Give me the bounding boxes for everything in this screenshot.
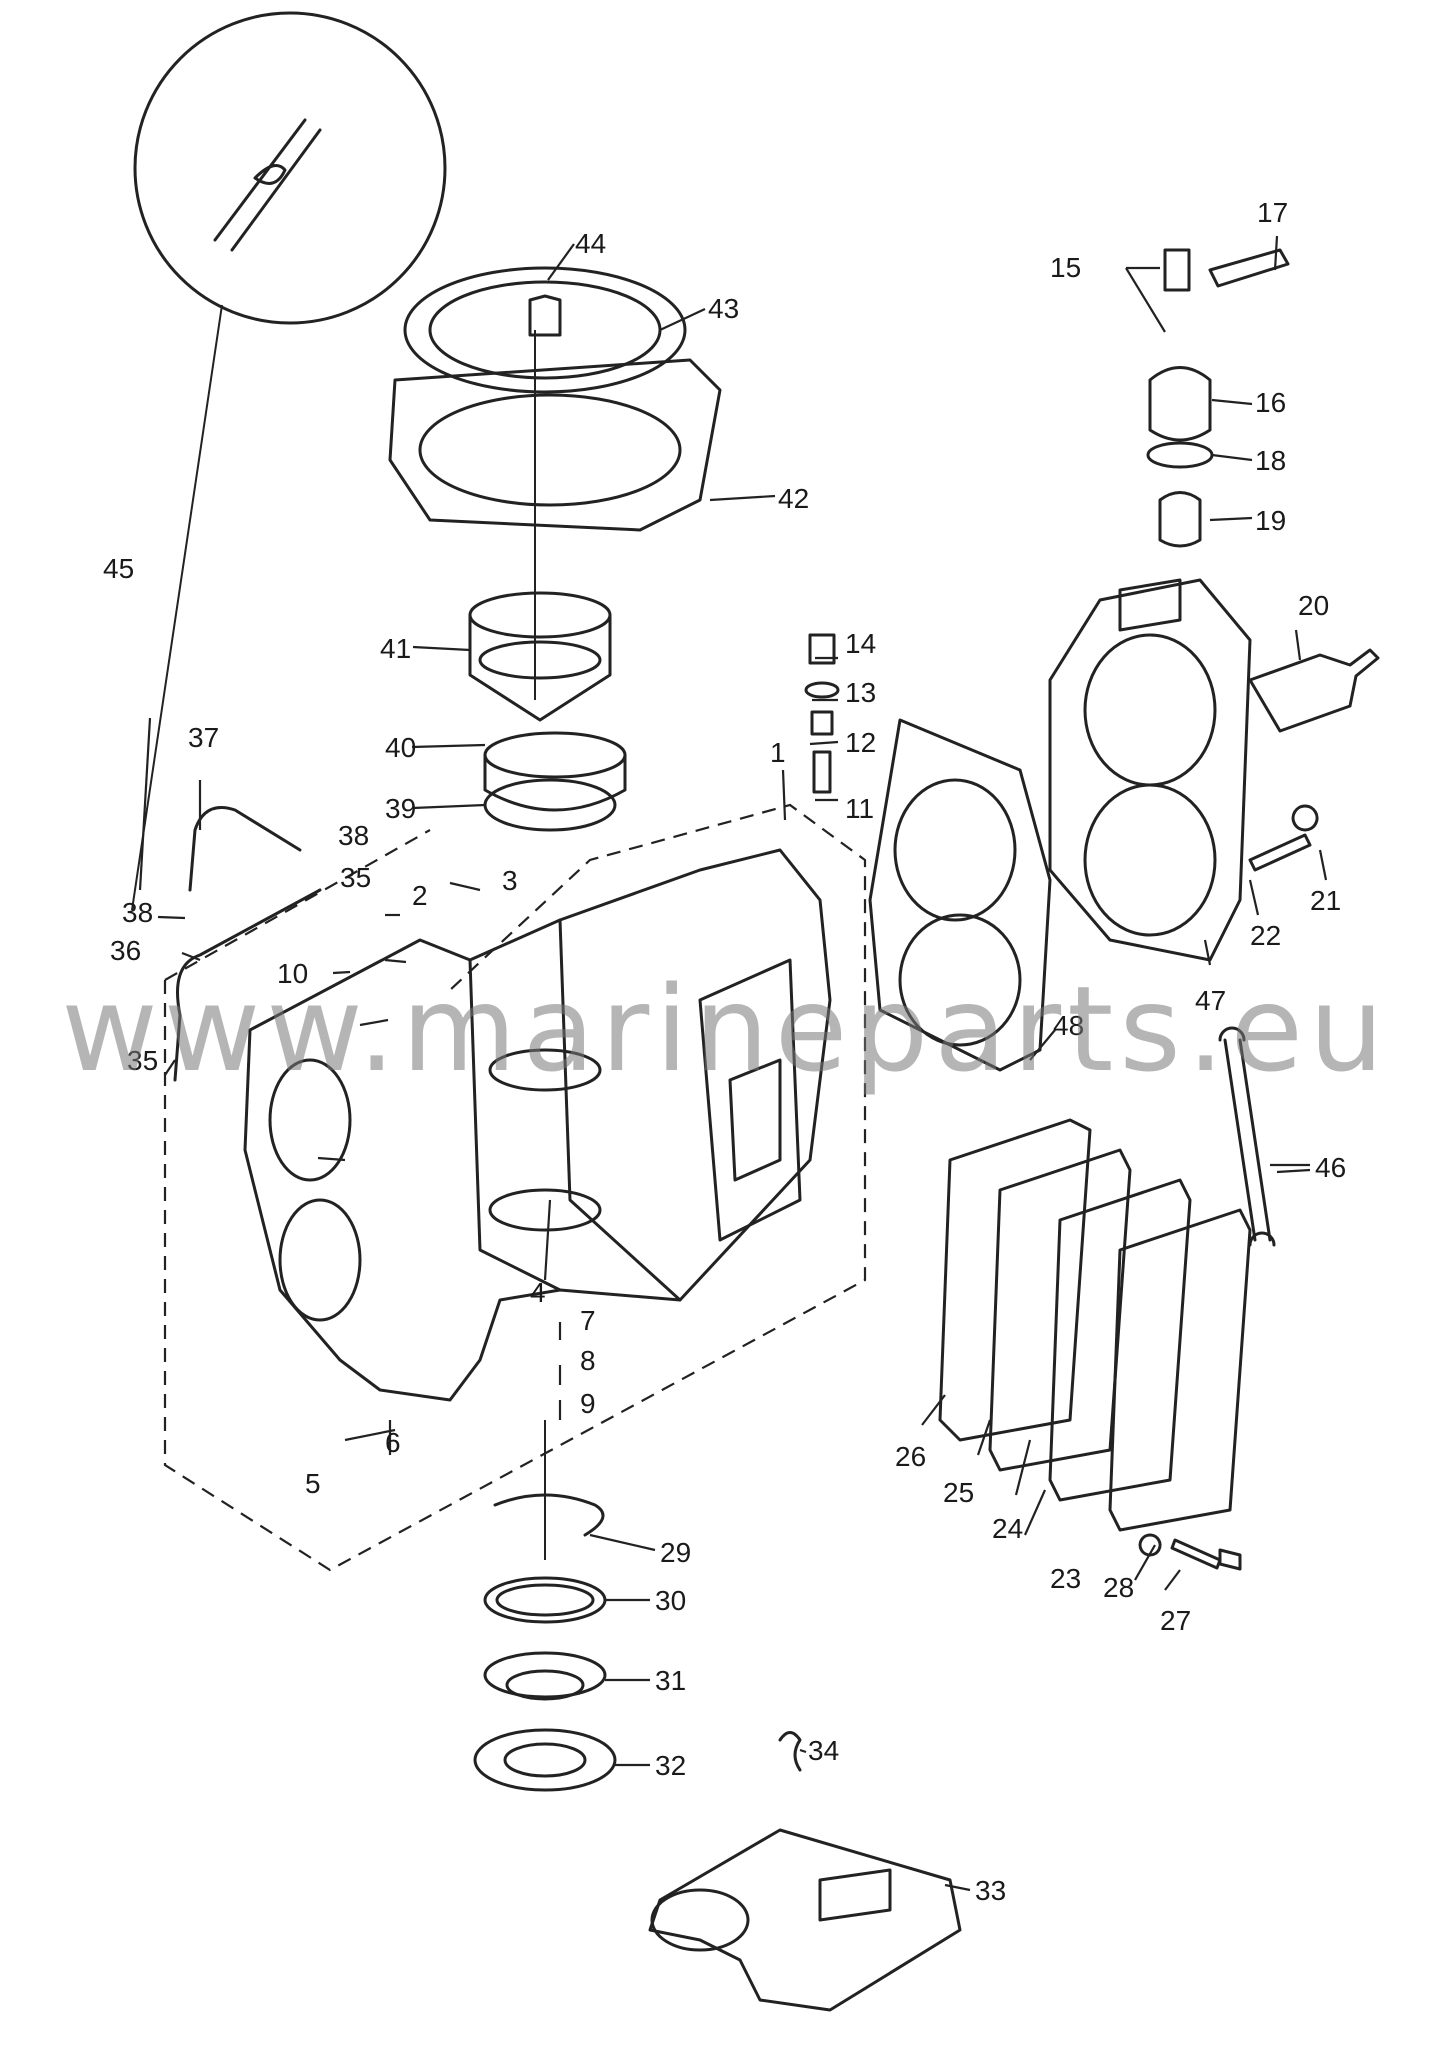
cover-plates: [938, 1118, 1252, 1532]
top-seal: [483, 731, 627, 832]
part-labels: 1 2 3 4 5 6 7 8 9 10 11 12 13 14 15 16 1…: [103, 197, 1346, 1906]
label-42: 42: [778, 483, 809, 514]
label-4: 4: [530, 1277, 546, 1308]
label-48: 48: [1053, 1010, 1084, 1041]
label-30: 30: [655, 1585, 686, 1616]
detail-circle: [131, 11, 447, 911]
label-23: 23: [1050, 1563, 1081, 1594]
link-rod: [1218, 1026, 1276, 1247]
top-cover: [403, 266, 687, 394]
label-15: 15: [1050, 252, 1081, 283]
cylinder-head: [1048, 578, 1252, 962]
label-38b: 38: [122, 897, 153, 928]
label-5: 5: [305, 1468, 321, 1499]
label-11: 11: [845, 793, 874, 824]
label-19: 19: [1255, 505, 1286, 536]
label-16: 16: [1255, 387, 1286, 418]
label-46: 46: [1315, 1152, 1346, 1183]
label-3: 3: [502, 865, 518, 896]
label-40: 40: [385, 732, 416, 763]
label-32: 32: [655, 1750, 686, 1781]
assembly-envelope-left: [164, 829, 431, 981]
label-9: 9: [580, 1388, 596, 1419]
bottom-seals: [473, 1493, 617, 1792]
temperature-sensor: [1248, 648, 1380, 733]
label-35a: 35: [340, 862, 371, 893]
hoses: [173, 806, 322, 1082]
flywheel-plate: [388, 358, 722, 532]
label-44: 44: [575, 228, 606, 259]
label-47: 47: [1195, 985, 1226, 1016]
leader-lines: [138, 235, 1328, 1892]
label-33: 33: [975, 1875, 1006, 1906]
label-29: 29: [660, 1537, 691, 1568]
label-10: 10: [277, 958, 308, 989]
label-12: 12: [845, 727, 876, 758]
label-38a: 38: [338, 820, 369, 851]
label-1: 1: [770, 737, 786, 768]
assembly-envelope: [163, 803, 867, 1572]
label-24: 24: [992, 1513, 1023, 1544]
label-7: 7: [580, 1305, 596, 1336]
label-14: 14: [845, 628, 876, 659]
label-31: 31: [655, 1665, 686, 1696]
crankcase: [243, 848, 832, 1402]
label-22: 22: [1250, 920, 1281, 951]
label-27: 27: [1160, 1605, 1191, 1636]
label-36: 36: [110, 935, 141, 966]
base-gasket: [648, 1731, 962, 2012]
label-28: 28: [1103, 1572, 1134, 1603]
head-bolt: [1248, 804, 1319, 872]
label-41: 41: [380, 633, 411, 664]
label-45: 45: [103, 553, 134, 584]
label-26: 26: [895, 1441, 926, 1472]
label-6: 6: [385, 1427, 401, 1458]
cover-bolt: [1138, 1533, 1242, 1571]
label-17: 17: [1257, 197, 1288, 228]
label-43: 43: [708, 293, 739, 324]
label-37: 37: [188, 722, 219, 753]
label-39: 39: [385, 793, 416, 824]
label-2: 2: [412, 880, 428, 911]
label-8: 8: [580, 1345, 596, 1376]
label-25: 25: [943, 1477, 974, 1508]
fitting-stack: [804, 633, 840, 794]
label-13: 13: [845, 677, 876, 708]
label-21: 21: [1310, 885, 1341, 916]
head-gasket: [868, 718, 1052, 1072]
label-34: 34: [808, 1735, 839, 1766]
bearing-housing: [468, 591, 612, 722]
label-35b: 35: [127, 1045, 158, 1076]
label-18: 18: [1255, 445, 1286, 476]
label-20: 20: [1298, 590, 1329, 621]
